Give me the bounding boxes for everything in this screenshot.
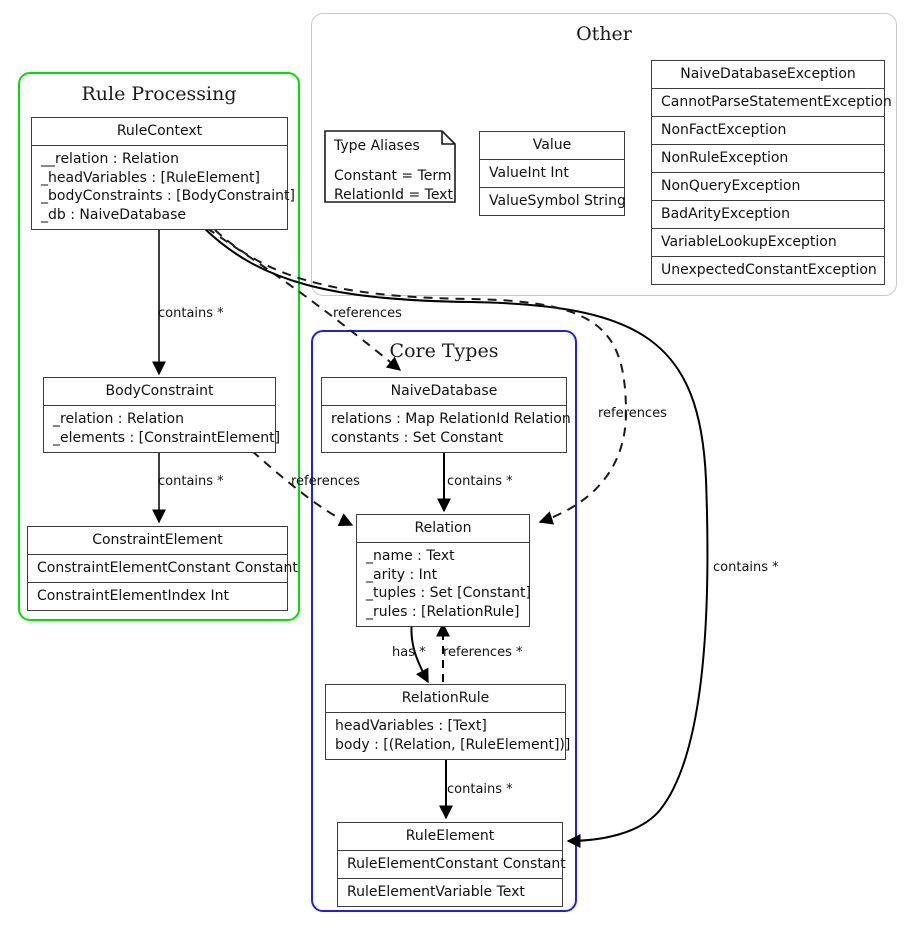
class-naive-database-exception[interactable]: NaiveDatabaseException CannotParseStatem… [651, 60, 892, 285]
class-body-constraint[interactable]: BodyConstraint _relation : Relation _ele… [43, 377, 281, 454]
edge-label-bodyconstraint-constraintelement: contains * [158, 474, 224, 489]
edge-label-relation-relationrule-has: has * [392, 645, 426, 660]
class-constraint-element-row: ConstraintElementConstant Constant [28, 555, 298, 583]
exception-row: BadArityException [652, 201, 884, 229]
class-naive-database-name: NaiveDatabase [322, 378, 566, 406]
class-relation-attributes: _name : Text _arity : Int _tuples : Set … [357, 543, 531, 626]
attribute: _rules : [RelationRule] [366, 603, 520, 620]
class-constraint-element-name: ConstraintElement [28, 527, 287, 555]
package-rule-processing-title: Rule Processing [81, 83, 237, 105]
package-core-types-title: Core Types [389, 340, 499, 362]
edge-label-rulecontext-naivedatabase: references [333, 306, 402, 321]
class-naive-database-exception-name: NaiveDatabaseException [652, 61, 884, 89]
note-line: Constant = Term [334, 167, 452, 184]
note-spacer [334, 156, 446, 167]
class-rule-element-row: RuleElementConstant Constant [338, 851, 566, 879]
class-constraint-element-row: ConstraintElementIndex Int [37, 588, 230, 604]
class-naive-database-attributes: relations : Map RelationId Relation cons… [322, 406, 571, 452]
attribute: _arity : Int [366, 566, 438, 583]
class-relation-rule-name: RelationRule [326, 685, 565, 713]
note-title: Type Aliases [334, 138, 420, 154]
attribute: _db : NaiveDatabase [41, 206, 187, 223]
attribute: headVariables : [Text] [335, 718, 487, 734]
class-value-row: ValueSymbol String [489, 193, 626, 209]
package-other-title: Other [576, 23, 632, 45]
class-relation-rule[interactable]: RelationRule headVariables : [Text] body… [325, 684, 571, 761]
note-type-aliases-content: Type Aliases Constant = Term RelationId … [324, 130, 456, 212]
note-type-aliases: Type Aliases Constant = Term RelationId … [324, 130, 456, 203]
edge-label-rulecontext-bodyconstraint: contains * [158, 306, 224, 321]
attribute: __relation : Relation [41, 151, 179, 167]
attribute: relations : Map RelationId Relation [331, 411, 571, 427]
class-rule-element-row: RuleElementVariable Text [347, 884, 525, 900]
class-naive-database[interactable]: NaiveDatabase relations : Map RelationId… [321, 377, 571, 454]
class-value-name: Value [480, 132, 624, 160]
class-body-constraint-attributes: _relation : Relation _elements : [Constr… [44, 406, 281, 452]
note-line: RelationId = Text [334, 186, 453, 203]
class-value-row: ValueInt Int [480, 160, 624, 188]
exception-row: UnexpectedConstantException [661, 262, 877, 278]
exception-row: NonRuleException [652, 145, 884, 173]
exception-row: NonFactException [652, 117, 884, 145]
attribute: _elements : [ConstraintElement] [53, 429, 281, 446]
edge-label-bodyconstraint-relation: references [291, 474, 360, 489]
class-rule-context-name: RuleContext [32, 118, 287, 146]
edge-label-naivedatabase-relation: contains * [447, 474, 513, 489]
edge-label-rulecontext-ruleelement: contains * [713, 560, 779, 575]
class-rule-element[interactable]: RuleElement RuleElementConstant Constant… [337, 822, 566, 907]
attribute: _bodyConstraints : [BodyConstraint] [41, 188, 295, 205]
class-rule-context-attributes: __relation : Relation _headVariables : [… [32, 146, 295, 229]
edge-label-relationrule-relation-references: references * [443, 645, 523, 660]
class-body-constraint-name: BodyConstraint [44, 378, 275, 406]
class-constraint-element[interactable]: ConstraintElement ConstraintElementConst… [27, 526, 298, 611]
attribute: body : [(Relation, [RuleElement])] [335, 736, 571, 753]
attribute: constants : Set Constant [331, 429, 504, 446]
edge-label-rulecontext-relation: references [598, 406, 667, 421]
class-relation-name: Relation [357, 515, 529, 543]
edge-label-relationrule-ruleelement: contains * [447, 782, 513, 797]
note-shape [324, 130, 456, 203]
class-relation-rule-attributes: headVariables : [Text] body : [(Relation… [326, 713, 571, 759]
exception-row: CannotParseStatementException [652, 89, 892, 117]
attribute: _tuples : Set [Constant] [366, 585, 531, 602]
class-value[interactable]: Value ValueInt Int ValueSymbol String [479, 131, 626, 216]
class-relation[interactable]: Relation _name : Text _arity : Int _tupl… [356, 514, 531, 628]
class-rule-context[interactable]: RuleContext __relation : Relation _headV… [31, 117, 295, 231]
class-rule-element-name: RuleElement [338, 823, 562, 851]
attribute: _headVariables : [RuleElement] [41, 169, 260, 186]
exception-row: NonQueryException [652, 173, 884, 201]
exception-row: VariableLookupException [652, 229, 884, 257]
attribute: _relation : Relation [53, 411, 184, 427]
attribute: _name : Text [366, 548, 455, 564]
